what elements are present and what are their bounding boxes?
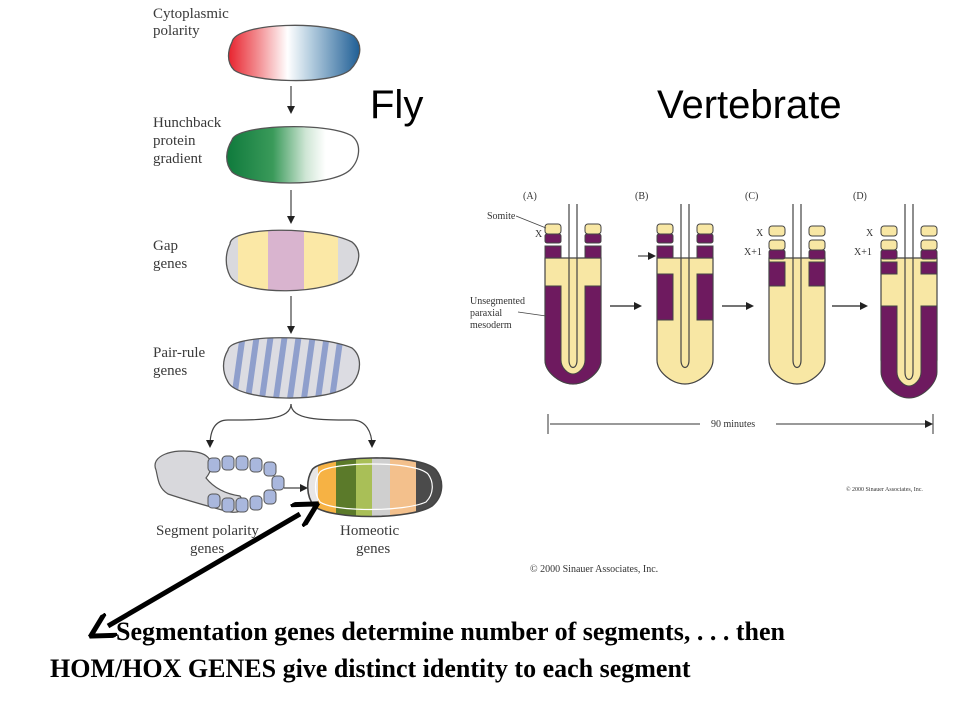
branch-arrow-left <box>206 403 292 448</box>
x1-label-c: X+1 <box>744 247 762 258</box>
stage-label-pair-rule: Pair-rule genes <box>153 345 209 379</box>
x1-label-d: X+1 <box>854 247 872 258</box>
panel-label-c: (C) <box>745 191 758 202</box>
branch-arrow-right <box>290 403 376 448</box>
fly-cascade: Cytoplasmic polarity Hunchback protein g… <box>153 6 658 575</box>
mesoderm-label: Unsegmented paraxial mesoderm <box>470 296 528 331</box>
vertebrate-heading: Vertebrate <box>657 83 842 127</box>
segment-polarity-embryo <box>154 450 285 513</box>
double-headed-arrow <box>108 514 300 626</box>
tailbud-panel-c <box>768 204 826 385</box>
homeotic-embryo <box>306 457 443 518</box>
x-label-a: X <box>535 229 543 240</box>
panel-label-d: (D) <box>853 191 867 202</box>
x-label-c: X <box>756 228 764 239</box>
cytoplasmic-polarity-embryo <box>227 24 361 82</box>
time-label: 90 minutes <box>711 419 755 430</box>
segment-polarity-label: Segment polarity genes <box>156 523 263 557</box>
panel-label-b: (B) <box>635 191 648 202</box>
caption-line-1: Segmentation genes determine number of s… <box>116 617 785 646</box>
gap-genes-embryo <box>225 229 360 292</box>
homeotic-label: Homeotic genes <box>340 523 403 557</box>
stage-label-cytoplasmic: Cytoplasmic polarity <box>153 6 233 39</box>
tailbud-panel-a <box>544 204 602 385</box>
time-scale-bar: 90 minutes <box>547 414 934 434</box>
caption-line-2: HOM/HOX GENES give distinct identity to … <box>50 654 691 683</box>
panel-label-a: (A) <box>523 191 537 202</box>
x-label-d: X <box>866 228 874 239</box>
pair-rule-embryo <box>222 337 361 399</box>
fly-copyright: © 2000 Sinauer Associates, Inc. <box>530 564 658 575</box>
hunchback-gradient-embryo <box>226 126 360 184</box>
somite-label: Somite <box>487 211 516 222</box>
stage-label-gap: Gap genes <box>153 238 187 272</box>
vertebrate-copyright: © 2000 Sinauer Associates, Inc. <box>846 486 923 493</box>
vertebrate-somitogenesis: (A) (B) (C) (D) Somite X Unsegmented par… <box>470 191 938 493</box>
tailbud-panel-b <box>656 204 714 385</box>
tailbud-panel-d <box>880 204 938 399</box>
stage-label-hunchback: Hunchback protein gradient <box>153 115 225 167</box>
fly-heading: Fly <box>370 83 423 127</box>
